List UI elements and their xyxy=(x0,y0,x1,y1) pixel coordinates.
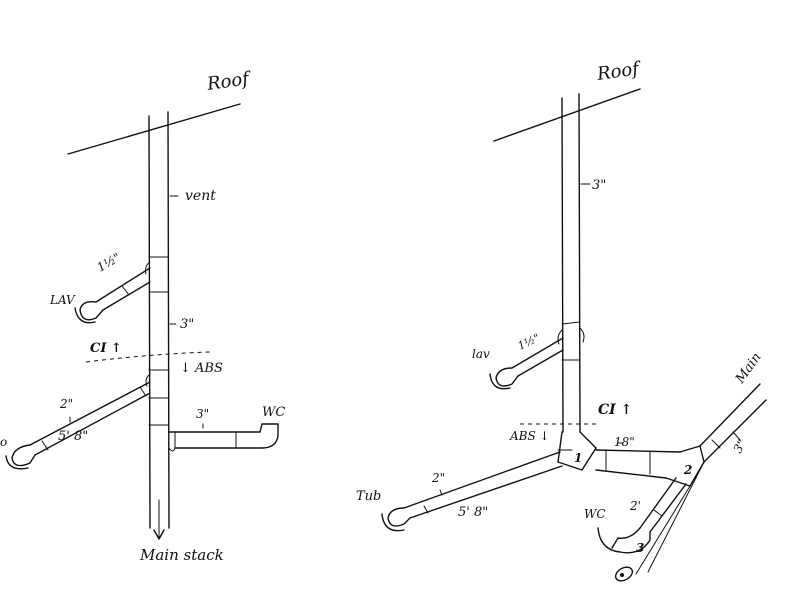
right-main-label: Main xyxy=(732,350,764,387)
right-wc-label: WC xyxy=(584,507,606,521)
left-lav-label: LAV xyxy=(49,293,76,307)
left-lav-branch xyxy=(74,267,151,324)
left-partial-label: o xyxy=(0,435,7,449)
right-lav-label: lav xyxy=(472,347,490,361)
right-end-cap xyxy=(614,566,634,582)
right-tub-length-label: 5' 8" xyxy=(458,505,488,520)
right-main-size-label: 3" xyxy=(730,437,749,455)
left-wc-label: WC xyxy=(262,405,285,420)
left-roof-line xyxy=(67,103,241,155)
left-main-stack-label: Main stack xyxy=(139,546,224,564)
right-lav-pipe-label: 1½" xyxy=(516,331,542,352)
right-ci-label: CI ↑ xyxy=(598,402,632,418)
left-wc-branch xyxy=(168,423,279,452)
right-roof-label: Roof xyxy=(595,58,644,85)
left-branch-2in xyxy=(5,381,151,470)
right-stack-size-label: 3" xyxy=(592,178,606,193)
right-fitting-2-label: 2 xyxy=(683,463,692,477)
right-tub-pipe-label: 2" xyxy=(431,471,445,485)
left-lav-pipe-label: 1½" xyxy=(95,250,123,275)
left-diagram: Roof Main stack vent 3" CI ↑ ↓ A xyxy=(0,68,285,564)
right-fitting-1-label: 1 xyxy=(574,451,582,465)
right-length-18-label: 18" xyxy=(614,435,635,449)
right-main-stack xyxy=(557,93,585,433)
left-branch-pipe-label: 2" xyxy=(59,397,73,411)
left-stack-size-label: 3" xyxy=(180,317,194,332)
right-roof-line xyxy=(493,88,641,142)
left-ci-label: CI ↑ xyxy=(90,341,122,356)
left-main-stack-arrow xyxy=(153,499,165,540)
left-vent-label: vent xyxy=(185,188,216,204)
right-lav-branch xyxy=(489,337,564,390)
right-main-line xyxy=(635,383,767,575)
left-abs-label: ↓ ABS xyxy=(180,361,223,376)
left-wc-pipe-label: 3" xyxy=(196,407,209,421)
right-tub-branch xyxy=(381,451,563,532)
right-diagram: Roof 3" lav 1½" CI ↑ ABS ↓ xyxy=(356,58,767,582)
left-roof-label: Roof xyxy=(205,68,254,95)
right-length-2ft-label: 2' xyxy=(629,499,641,513)
right-tub-label: Tub xyxy=(356,489,381,504)
right-wc-branch xyxy=(597,477,687,554)
left-main-stack xyxy=(145,111,170,529)
right-fitting-3-label: 3 xyxy=(636,541,644,555)
left-branch-length-label: 5' 8" xyxy=(58,429,88,444)
right-abs-label: ABS ↓ xyxy=(509,429,550,443)
right-18in-pipe xyxy=(595,442,681,479)
